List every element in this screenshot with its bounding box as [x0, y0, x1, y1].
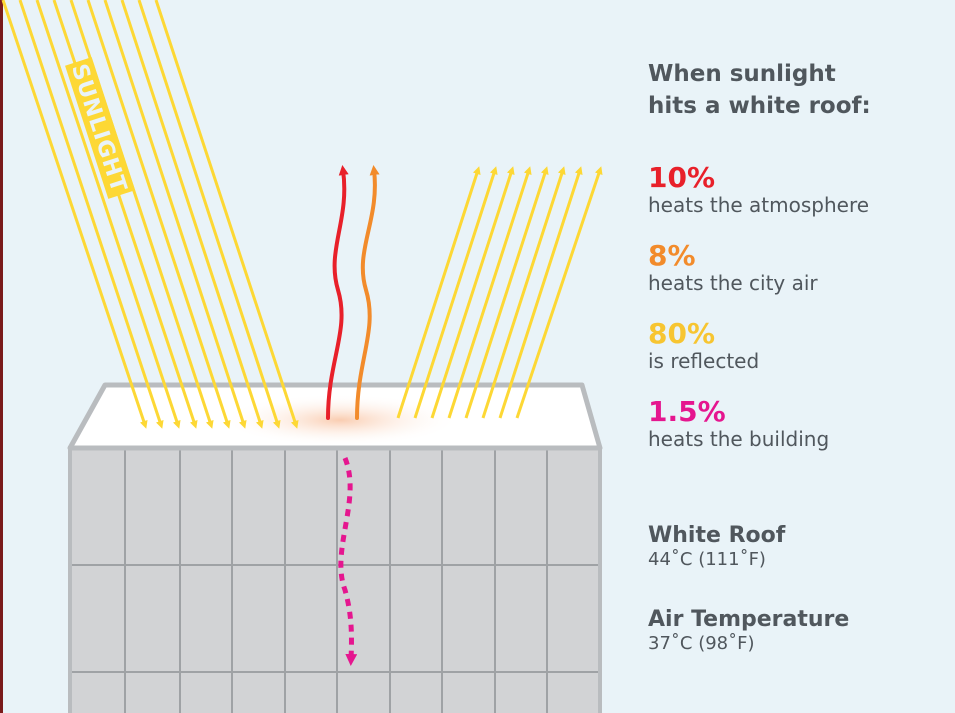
sunlight-label-bg	[65, 57, 135, 199]
frame-edge	[0, 0, 3, 713]
stat-description: heats the city air	[648, 271, 818, 295]
stat-building: 1.5% heats the building	[648, 395, 948, 452]
info-value: 37˚C (98˚F)	[648, 633, 755, 654]
stat-city-air: 8% heats the city air	[648, 239, 948, 296]
stat-reflected: 80% is reflected	[648, 317, 948, 374]
stat-percent: 10%	[648, 161, 716, 194]
sunlight-label-group: SUNLIGHT	[65, 57, 135, 199]
info-air-temperature: Air Temperature 37˚C (98˚F)	[648, 606, 948, 655]
atmosphere-heat-arrow	[326, 165, 349, 420]
legend-heading: When sunlight hits a white roof:	[648, 61, 871, 119]
info-white-roof: White Roof 44˚C (111˚F)	[648, 522, 948, 571]
building-facade	[68, 446, 602, 713]
stat-description: heats the atmosphere	[648, 193, 870, 217]
city-air-heat-arrow	[355, 165, 380, 420]
stat-description: heats the building	[648, 427, 830, 451]
building-grid	[72, 450, 598, 713]
incoming-sunlight-rays	[1, 0, 299, 429]
reflected-sunlight-rays	[396, 166, 603, 419]
info-label: Air Temperature	[648, 607, 850, 632]
building-heat-arrow	[338, 457, 358, 666]
stat-atmosphere: 10% heats the atmosphere	[648, 161, 948, 218]
building	[67, 382, 603, 713]
stat-description: is reflected	[648, 349, 760, 373]
info-label: White Roof	[648, 523, 786, 548]
roof-heat-glow	[220, 394, 460, 446]
info-value: 44˚C (111˚F)	[648, 549, 766, 570]
stat-percent: 80%	[648, 317, 716, 350]
stat-percent: 8%	[648, 239, 696, 272]
stat-percent: 1.5%	[648, 395, 726, 428]
